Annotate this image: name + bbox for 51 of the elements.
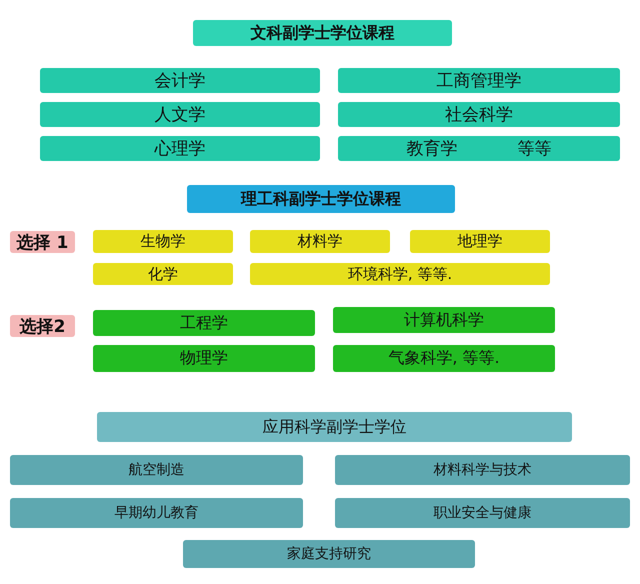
course-box [338, 68, 620, 93]
node-label: 地理学 [458, 232, 502, 251]
course-box [10, 498, 303, 528]
node-label: 理工科副学士学位课程 [241, 188, 401, 210]
node-label: 等等 [518, 138, 552, 160]
node-label: 生物学 [140, 232, 186, 251]
course-box [250, 230, 390, 253]
course-box [333, 307, 555, 333]
node-label: 化学 [148, 264, 178, 284]
course-box [183, 540, 475, 568]
node-label: 文科副学士学位课程 [250, 22, 394, 44]
heading-bar [97, 412, 572, 442]
option-tag [10, 231, 75, 253]
node-label: 心理学 [154, 138, 206, 160]
node-label: 材料学 [298, 232, 342, 251]
course-box [40, 102, 320, 127]
node-label: 家庭支持研究 [287, 545, 371, 563]
node-label: 职业安全与健康 [434, 504, 532, 522]
heading-bar [187, 185, 455, 213]
node-label: 航空制造 [128, 461, 184, 479]
course-box [10, 455, 303, 485]
node-label: 工商管理学 [436, 70, 522, 92]
node-label: 工程学 [180, 312, 228, 334]
node-label: 教育学 [406, 138, 458, 160]
course-box [93, 310, 315, 336]
course-box [335, 498, 630, 528]
node-label: 物理学 [180, 348, 228, 369]
node-label: 会计学 [154, 70, 206, 92]
node-label: 人文学 [154, 104, 206, 126]
course-box [250, 263, 550, 285]
node-label: 选择 1 [16, 232, 68, 254]
course-box [40, 136, 320, 161]
course-box [93, 263, 233, 285]
node-label: 选择2 [20, 316, 66, 338]
course-box [40, 68, 320, 93]
course-box [93, 345, 315, 372]
node-label: 早期幼儿教育 [114, 504, 198, 522]
course-box [338, 102, 620, 127]
node-label: 计算机科学 [404, 310, 484, 330]
course-box [338, 136, 620, 161]
node-label: 社会科学 [445, 104, 513, 126]
heading-bar [193, 20, 452, 46]
node-label: 应用科学副学士学位 [262, 416, 406, 438]
option-tag [10, 315, 75, 337]
node-label: 材料科学与技术 [434, 461, 532, 479]
course-box [333, 345, 555, 372]
node-label: 气象科学, 等等. [388, 348, 500, 369]
node-label: 环境科学, 等等. [348, 264, 452, 284]
course-box [335, 455, 630, 485]
course-box [410, 230, 550, 253]
course-box [93, 230, 233, 253]
